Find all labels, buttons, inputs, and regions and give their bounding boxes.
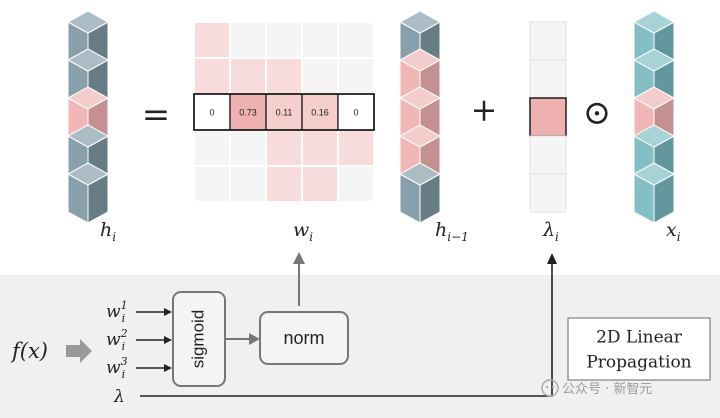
weight-row-value: 0.16 xyxy=(311,107,329,117)
x-i-cube-5 xyxy=(632,162,676,224)
wechat-icon-dot xyxy=(545,385,549,389)
matrix-cell xyxy=(337,21,375,59)
h-i-cube-3-top-face xyxy=(66,86,110,110)
matrix-cell xyxy=(193,129,231,167)
h-i-cube-2-top-face xyxy=(66,48,110,72)
matrix-cell xyxy=(301,129,339,167)
matrix-cell xyxy=(337,57,375,95)
h-i-cube-5 xyxy=(66,162,110,224)
label-h-prev: hi−1 xyxy=(435,219,469,244)
lambda-cell-highlight xyxy=(529,97,567,137)
x-i-cube-3-top-face xyxy=(632,86,676,110)
matrix-cell xyxy=(301,57,339,95)
weight-row-outline xyxy=(193,93,375,131)
h-i-cube-1-top-face xyxy=(66,10,110,34)
matrix-cell xyxy=(265,165,303,203)
weight-matrix-grid xyxy=(193,21,375,203)
lambda-vector-column xyxy=(529,21,567,213)
matrix-cell xyxy=(193,57,231,95)
arrowhead-sigmoid-to-norm xyxy=(249,333,260,345)
label-x-i: xi xyxy=(666,219,681,244)
h-prev-cube-2-top-face xyxy=(398,48,442,72)
matrix-cell xyxy=(229,57,267,95)
h-i-cube-5-top-face xyxy=(66,162,110,186)
norm-label: norm xyxy=(283,328,324,348)
watermark-text: 公众号 · 新智元 xyxy=(562,381,652,397)
matrix-cell xyxy=(337,165,375,203)
plus-symbol: + xyxy=(471,91,498,129)
wechat-icon xyxy=(541,379,559,397)
matrix-cell xyxy=(265,57,303,95)
lambda-cell xyxy=(529,21,567,61)
matrix-cell xyxy=(229,21,267,59)
lambda-cell xyxy=(529,135,567,175)
odot-symbol: ⊙ xyxy=(583,93,612,133)
arrowhead-lambda-to-lambda-i xyxy=(547,253,557,264)
weight-row-value: 0 xyxy=(353,107,358,117)
lambda-cell xyxy=(529,173,567,213)
weight-row-value: 0 xyxy=(209,107,214,117)
weight-row-cell xyxy=(337,93,375,131)
matrix-cell xyxy=(301,165,339,203)
x-i-cube-5-top-face xyxy=(632,162,676,186)
h-prev-vector-column xyxy=(398,10,442,224)
equals-symbol: = xyxy=(142,95,171,135)
wechat-icon-dot-2 xyxy=(551,385,555,389)
h-prev-cube-5 xyxy=(398,162,442,224)
x-i-vector-column xyxy=(632,10,676,224)
x-i-cube-1-top-face xyxy=(632,10,676,34)
h-prev-cube-3-top-face xyxy=(398,86,442,110)
fx-arrow xyxy=(66,339,92,363)
method-line-1: 2D Linear xyxy=(596,328,683,348)
norm-box xyxy=(259,311,349,365)
x-i-cube-2-top-face xyxy=(632,48,676,72)
method-line-2: Propagation xyxy=(586,353,691,373)
label-h-i: hi xyxy=(100,219,116,244)
matrix-cell xyxy=(229,129,267,167)
arrowhead-w1 xyxy=(164,308,172,316)
lambda-cell xyxy=(529,59,567,99)
weight-row-value: 0.73 xyxy=(239,107,257,117)
input-lambda: λ xyxy=(113,387,125,407)
matrix-cell xyxy=(301,21,339,59)
weight-row-value: 0.11 xyxy=(276,107,293,117)
matrix-cell xyxy=(265,21,303,59)
matrix-cell xyxy=(193,21,231,59)
arrowhead-norm-to-weights xyxy=(293,252,305,264)
h-i-vector-column xyxy=(66,10,110,224)
method-box xyxy=(567,317,711,381)
weight-matrix-highlight-row: 0 0.73 0.11 0.16 0 xyxy=(193,93,375,131)
arrowhead-w2 xyxy=(164,336,172,344)
matrix-cell xyxy=(265,129,303,167)
label-lambda-i: λi xyxy=(542,219,559,244)
watermark: 公众号 · 新智元 xyxy=(541,379,652,397)
arrowhead-w3 xyxy=(164,364,172,372)
h-prev-cube-4-top-face xyxy=(398,124,442,148)
h-prev-cube-5-top-face xyxy=(398,162,442,186)
matrix-cell xyxy=(193,165,231,203)
label-w-i: wi xyxy=(293,219,313,244)
h-prev-cube-1-top-face xyxy=(398,10,442,34)
fx-label: f(x) xyxy=(10,339,48,363)
x-i-cube-4-top-face xyxy=(632,124,676,148)
matrix-cell xyxy=(229,165,267,203)
h-i-cube-4-top-face xyxy=(66,124,110,148)
sigmoid-label: sigmoid xyxy=(188,310,207,369)
matrix-cell xyxy=(337,129,375,167)
